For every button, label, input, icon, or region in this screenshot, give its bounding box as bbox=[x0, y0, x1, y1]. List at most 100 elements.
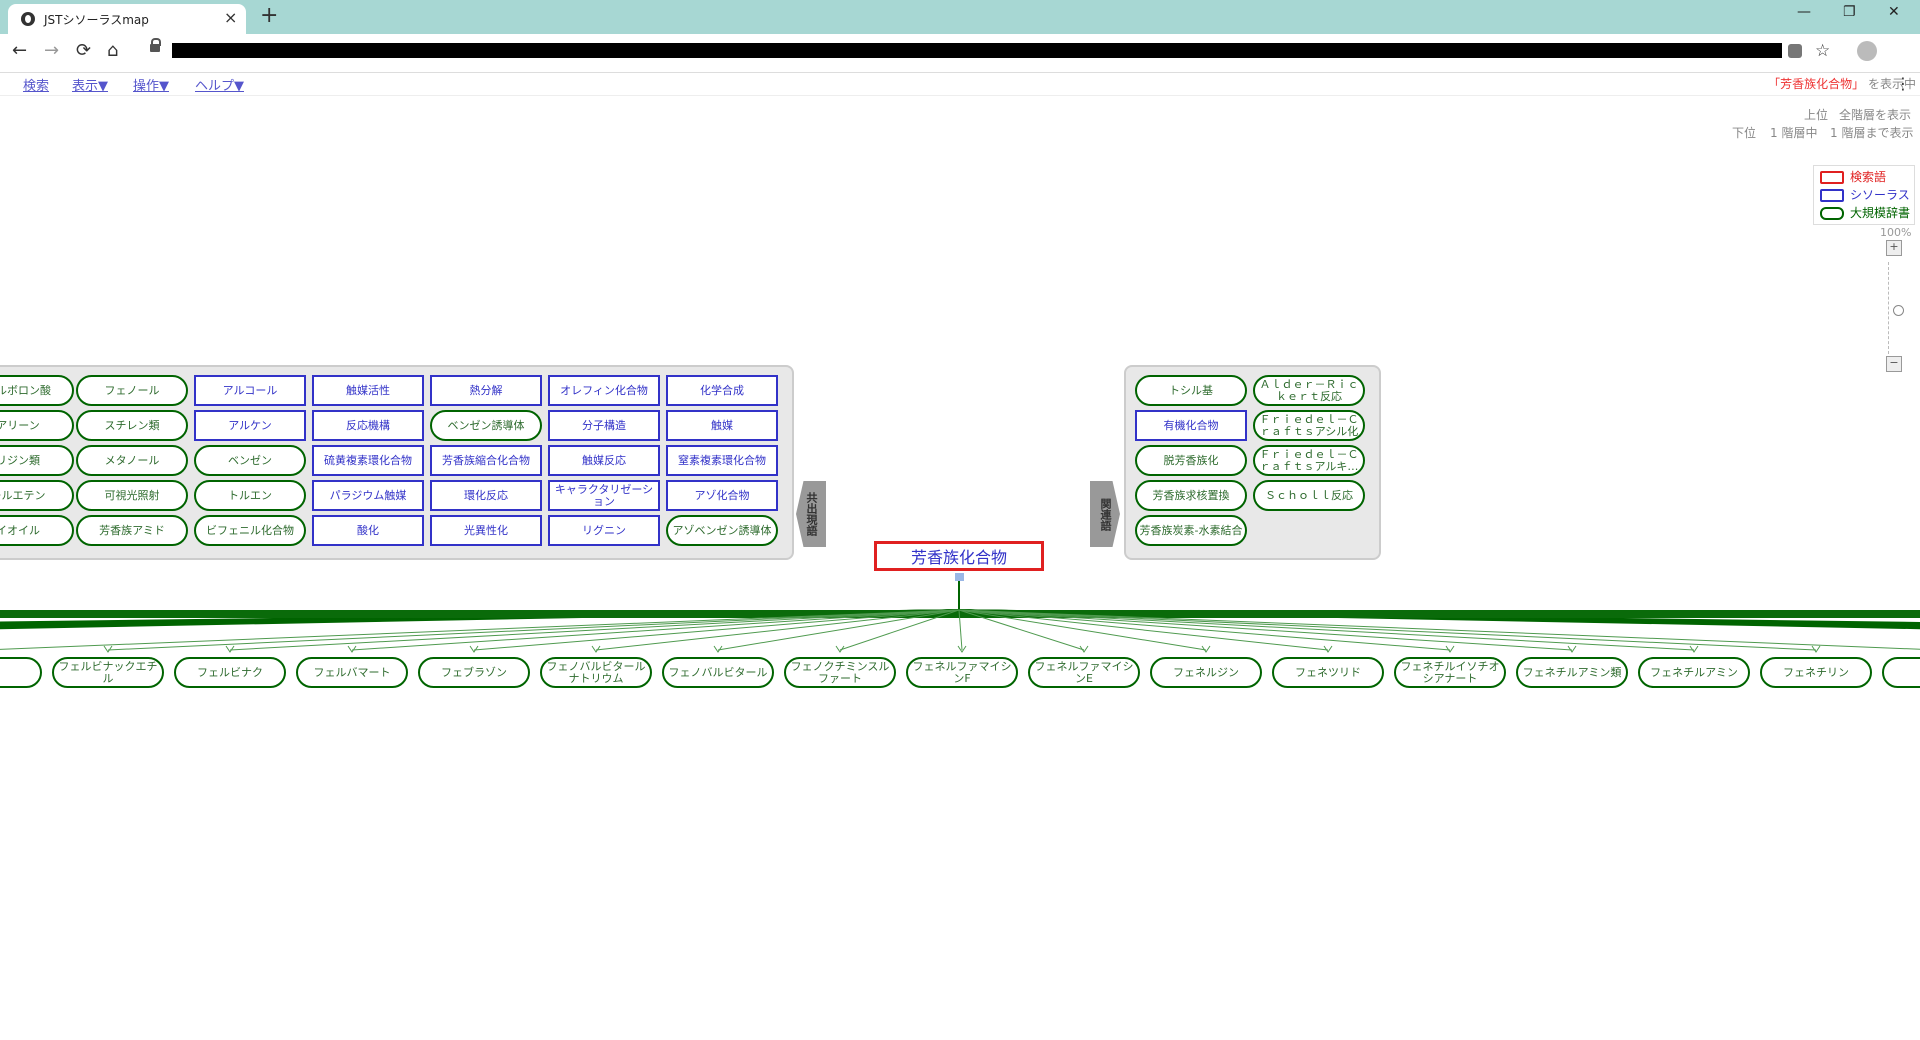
cooccurrence-term-node[interactable]: パラジウム触媒 bbox=[312, 480, 424, 511]
related-term-node[interactable]: Ａｌｄｅｒ－Ｒｉｃｋｅｒｔ反応 bbox=[1253, 375, 1365, 406]
cooccurrence-term-node[interactable]: 光異性化 bbox=[430, 515, 542, 546]
lower-level-label: 下位 bbox=[1732, 126, 1757, 140]
narrower-term-node[interactable]: フェネルファマイシンE bbox=[1028, 657, 1140, 688]
narrower-term-node[interactable]: フェネチルアミン類 bbox=[1516, 657, 1628, 688]
cooccurrence-term-node[interactable]: キャラクタリゼーション bbox=[548, 480, 660, 511]
related-term-node[interactable]: 芳香族炭素-水素結合 bbox=[1135, 515, 1247, 546]
extension-icon[interactable] bbox=[1788, 44, 1802, 58]
cooccurrence-term-node[interactable]: リジン類 bbox=[0, 445, 74, 476]
narrower-term-node[interactable]: フェニ bbox=[1882, 657, 1920, 688]
back-icon[interactable]: ← bbox=[12, 40, 28, 61]
cooccurrence-term-node[interactable]: スチレン類 bbox=[76, 410, 188, 441]
related-term-node[interactable]: 有機化合物 bbox=[1135, 410, 1247, 441]
menu-operate-link[interactable]: 操作▼ bbox=[133, 79, 169, 94]
cooccurrence-term-node[interactable]: オレフィン化合物 bbox=[548, 375, 660, 406]
cooccurrence-term-node[interactable]: ベンゼン誘導体 bbox=[430, 410, 542, 441]
cooccurrence-term-node[interactable]: 可視光照射 bbox=[76, 480, 188, 511]
cooccurrence-term-node[interactable]: 反応機構 bbox=[312, 410, 424, 441]
cooccurrence-term-node[interactable]: リグニン bbox=[548, 515, 660, 546]
address-bar[interactable] bbox=[172, 43, 1782, 58]
related-term-node[interactable]: 芳香族求核置換 bbox=[1135, 480, 1247, 511]
narrower-term-node[interactable]: フェネチルアミン bbox=[1638, 657, 1750, 688]
related-term-node[interactable]: Ｆｒｉｅｄｅｌ－Ｃｒａｆｔｓアシル化 bbox=[1253, 410, 1365, 441]
cooccurrence-term-node[interactable]: イオイル bbox=[0, 515, 74, 546]
cooccurrence-term-node[interactable]: 化学合成 bbox=[666, 375, 778, 406]
cooccurrence-term-node[interactable]: アゾ化合物 bbox=[666, 480, 778, 511]
narrower-term-node[interactable]: フェノバルビタールナトリウム bbox=[540, 657, 652, 688]
related-term-node[interactable]: トシル基 bbox=[1135, 375, 1247, 406]
narrower-term-node[interactable]: フェルバマート bbox=[296, 657, 408, 688]
narrower-term-node[interactable]: フェノバルビタール bbox=[662, 657, 774, 688]
center-search-term-node[interactable]: 芳香族化合物 bbox=[874, 541, 1044, 571]
cooccurrence-term-node[interactable]: メタノール bbox=[76, 445, 188, 476]
related-term-node[interactable]: Ｆｒｉｅｄｅｌ－Ｃｒａｆｔｓアルキ… bbox=[1253, 445, 1365, 476]
zoom-in-button[interactable]: + bbox=[1886, 240, 1902, 256]
cooccurrence-term-node[interactable]: 触媒 bbox=[666, 410, 778, 441]
cooccurrence-term-node[interactable]: 分子構造 bbox=[548, 410, 660, 441]
narrower-term-node[interactable]: フェネルファマイシンF bbox=[906, 657, 1018, 688]
bookmark-star-icon[interactable]: ☆ bbox=[1815, 41, 1831, 61]
cooccurrence-term-node[interactable]: アルケン bbox=[194, 410, 306, 441]
browser-tab[interactable]: JSTシソーラスmap × bbox=[8, 4, 246, 34]
related-tab[interactable]: 関連語 bbox=[1090, 481, 1120, 547]
narrower-term-node[interactable]: フェルビナク bbox=[174, 657, 286, 688]
narrower-term-node[interactable]: フェノクチミンスルファート bbox=[784, 657, 896, 688]
forward-icon[interactable]: → bbox=[44, 40, 60, 61]
cooccurrence-term-node[interactable]: 熱分解 bbox=[430, 375, 542, 406]
cooccurrence-term-node[interactable]: 硫黄複素環化合物 bbox=[312, 445, 424, 476]
arrow-head bbox=[1811, 645, 1821, 653]
narrower-term-node[interactable]: ン bbox=[0, 657, 42, 688]
home-icon[interactable]: ⌂ bbox=[107, 40, 119, 61]
cooccurrence-term-node[interactable]: トルエン bbox=[194, 480, 306, 511]
reload-icon[interactable]: ⟳ bbox=[76, 40, 92, 61]
cooccurrence-term-node[interactable]: 触媒活性 bbox=[312, 375, 424, 406]
cooccurrence-term-node[interactable]: アリーン bbox=[0, 410, 74, 441]
cooccurrence-term-node[interactable]: アルコール bbox=[194, 375, 306, 406]
narrower-connector-line bbox=[839, 609, 960, 651]
menu-search-link[interactable]: 検索 bbox=[23, 79, 50, 94]
narrower-term-node[interactable]: フェネチリン bbox=[1760, 657, 1872, 688]
menu-help-link[interactable]: ヘルプ▼ bbox=[195, 79, 244, 94]
thesaurus-swatch bbox=[1820, 189, 1844, 202]
cooccurrence-term-node[interactable]: アゾベンゼン誘導体 bbox=[666, 515, 778, 546]
narrower-connector-line bbox=[107, 609, 960, 651]
cooccurrence-term-node[interactable]: 触媒反応 bbox=[548, 445, 660, 476]
menu-view-link[interactable]: 表示▼ bbox=[72, 79, 108, 94]
expand-handle[interactable] bbox=[955, 573, 964, 581]
lower-level-value[interactable]: 1 階層まで表示 bbox=[1830, 126, 1914, 140]
cooccurrence-term-node[interactable]: 芳香族縮合化合物 bbox=[430, 445, 542, 476]
narrower-term-node[interactable]: フェネチルイソチオシアナート bbox=[1394, 657, 1506, 688]
zoom-slider-track[interactable] bbox=[1888, 262, 1890, 354]
zoom-slider-handle[interactable] bbox=[1893, 305, 1904, 316]
narrower-term-node[interactable]: フェルビナックエチル bbox=[52, 657, 164, 688]
narrower-term-node[interactable]: フェネルジン bbox=[1150, 657, 1262, 688]
new-tab-button[interactable]: + bbox=[260, 3, 279, 28]
arrow-head bbox=[1689, 645, 1699, 653]
cooccurrence-term-node[interactable]: 酸化 bbox=[312, 515, 424, 546]
profile-avatar-icon[interactable] bbox=[1857, 41, 1877, 61]
cooccurrence-term-node[interactable]: フェノール bbox=[76, 375, 188, 406]
arrow-head bbox=[713, 645, 723, 653]
upper-level-value[interactable]: 全階層を表示 bbox=[1839, 108, 1912, 122]
cooccurrence-term-node[interactable]: ールエテン bbox=[0, 480, 74, 511]
narrower-term-node[interactable]: フェネツリド bbox=[1272, 657, 1384, 688]
cooccurrence-term-node[interactable]: 窒素複素環化合物 bbox=[666, 445, 778, 476]
related-term-node[interactable]: 脱芳香族化 bbox=[1135, 445, 1247, 476]
narrower-connector-line bbox=[958, 609, 963, 651]
window-close-icon[interactable]: ✕ bbox=[1888, 4, 1900, 20]
cooccurrence-term-node[interactable]: ビフェニル化合物 bbox=[194, 515, 306, 546]
minimize-icon[interactable]: — bbox=[1797, 4, 1811, 20]
legend-search-term-label: 検索語 bbox=[1850, 170, 1887, 184]
cooccurrence-term-node[interactable]: ールボロン酸 bbox=[0, 375, 74, 406]
cooccurrence-term-node[interactable]: ベンゼン bbox=[194, 445, 306, 476]
zoom-out-button[interactable]: − bbox=[1886, 356, 1902, 372]
related-term-node[interactable]: Ｓｃｈｏｌｌ反応 bbox=[1253, 480, 1365, 511]
cooccurrence-term-node[interactable]: 芳香族アミド bbox=[76, 515, 188, 546]
cooccurrence-term-node[interactable]: 環化反応 bbox=[430, 480, 542, 511]
browser-menu-icon[interactable]: ⋮ bbox=[1895, 74, 1911, 93]
tab-close-icon[interactable]: × bbox=[224, 8, 238, 27]
globe-icon bbox=[21, 12, 35, 26]
cooccurrence-tab[interactable]: 共出現語 bbox=[796, 481, 826, 547]
maximize-icon[interactable]: ❐ bbox=[1843, 4, 1856, 20]
narrower-term-node[interactable]: フェブラゾン bbox=[418, 657, 530, 688]
